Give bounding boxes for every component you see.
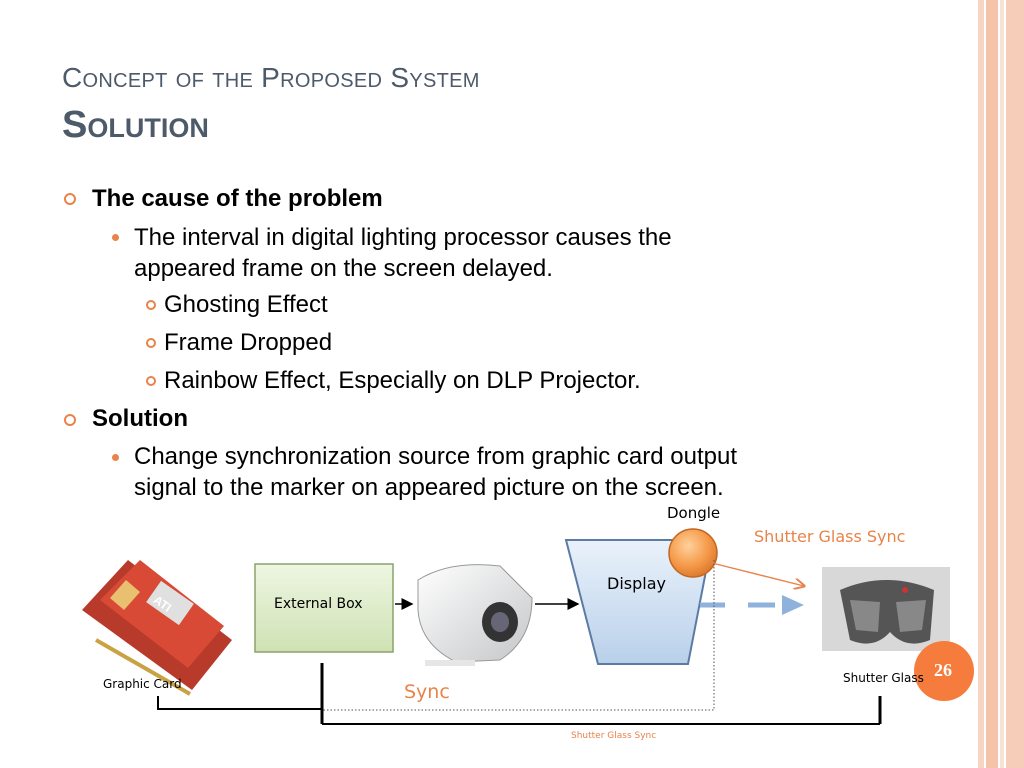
bullet-ring-icon [146, 338, 156, 348]
bullet-ring-icon [146, 376, 156, 386]
projector-image [417, 564, 533, 666]
external-box-label: External Box [274, 596, 363, 612]
slide-subtitle: Solution [62, 104, 209, 146]
shutter-glass-sync-bottom-label: Shutter Glass Sync [571, 731, 657, 741]
graphic-card-image: ATI [82, 560, 232, 696]
dongle-label: Dongle [667, 504, 721, 522]
system-diagram: ATI [82, 528, 974, 725]
solution-heading: Solution [92, 405, 188, 432]
page-number-circle [914, 641, 974, 701]
shutter-glass-image [822, 567, 950, 651]
effect-item: Frame Dropped [164, 329, 333, 356]
graphic-card-label: Graphic Card [103, 677, 182, 691]
display-label: Display [607, 574, 666, 593]
sync-label: Sync [404, 681, 450, 703]
slide-title: Concept of the Proposed System [62, 62, 480, 93]
shutter-glass-label: Shutter Glass [843, 671, 924, 685]
display-shape [564, 539, 714, 665]
dongle-shape [668, 528, 718, 578]
effect-item: Rainbow Effect, Especially on DLP Projec… [164, 367, 641, 394]
shutter-glass-sync-label: Shutter Glass Sync [754, 527, 906, 546]
cause-desc-line1: The interval in digital lighting process… [134, 224, 672, 251]
decorative-stripes [978, 0, 1024, 768]
bullet-dot-icon [112, 234, 119, 241]
bullet-ring-icon [64, 414, 76, 426]
cause-heading: The cause of the problem [92, 185, 383, 212]
solution-desc-line2: signal to the marker on appeared picture… [134, 474, 724, 501]
bullet-ring-icon [146, 300, 156, 310]
bullet-ring-icon [64, 193, 76, 205]
page-number: 26 [934, 660, 952, 680]
effect-item: Ghosting Effect [164, 291, 328, 318]
cause-desc-line2: appeared frame on the screen delayed. [134, 255, 553, 282]
external-box-shape [254, 563, 394, 653]
solution-desc-line1: Change synchronization source from graph… [134, 443, 737, 470]
bullet-dot-icon [112, 454, 119, 461]
